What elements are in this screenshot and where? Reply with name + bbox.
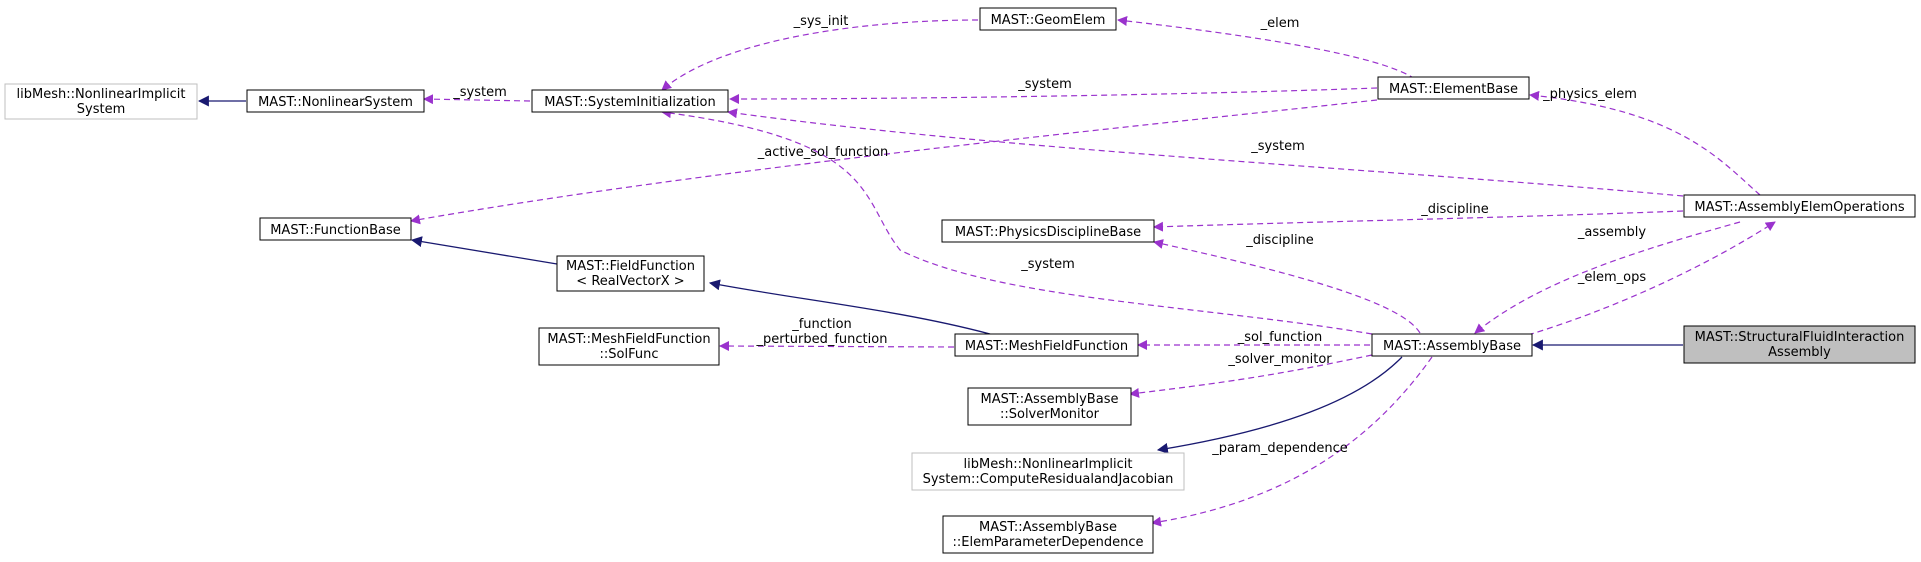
usage-edge-solver-monitor [1129,354,1373,398]
usage-edge-assembly [1474,221,1741,334]
edge-label-assembly: _assembly [1577,225,1647,240]
svg-text:MAST::AssemblyBase::SolverMoni: MAST::AssemblyBase::SolverMonitor [981,392,1119,422]
edge-label-function: _function_perturbed_function [756,317,888,347]
usage-edge-elem [1117,16,1416,80]
node-assembly-base[interactable]: MAST::AssemblyBase [1371,333,1533,357]
node-nonlinear-system[interactable]: MAST::NonlinearSystem [246,89,425,113]
node-mesh-field-function[interactable]: MAST::MeshFieldFunction [954,333,1139,357]
svg-text:MAST::FieldFunction< RealVecto: MAST::FieldFunction< RealVectorX > [566,259,695,289]
edge-label-system-eb: _system [1017,77,1072,92]
usage-edge-elem-ops [1527,221,1776,336]
usage-edge-param-dependence [1151,356,1433,527]
inherit-edge-field-function [410,236,558,265]
edge-label-discipline-aeo: _discipline [1420,202,1489,217]
usage-edge-function [719,341,955,352]
edge-label-active-sol-function: _active_sol_function [757,145,888,160]
edge-label-sol-function: _sol_function [1237,330,1322,345]
usage-edge-system-nl [423,94,531,105]
usage-edge-discipline-ab [1153,239,1421,334]
edge-label-elem: _elem [1260,16,1300,31]
usage-edge-discipline-aeo [1153,210,1684,232]
usage-edge-sys-init [661,19,979,91]
svg-text:MAST::GeomElem: MAST::GeomElem [991,13,1106,28]
svg-text:MAST::AssemblyBase: MAST::AssemblyBase [1383,339,1521,354]
usage-edge-system-eb [729,87,1378,104]
svg-text:MAST::PhysicsDisciplineBase: MAST::PhysicsDisciplineBase [955,225,1141,240]
edge-label-physics-elem: _physics_elem [1542,87,1637,102]
usage-edge-active-sol-function [410,99,1378,225]
node-mesh-field-function-solfunc[interactable]: MAST::MeshFieldFunction::SolFunc [538,327,720,366]
usage-edge-system-ab [661,108,1373,335]
node-element-base[interactable]: MAST::ElementBase [1377,76,1530,100]
svg-text:MAST::NonlinearSystem: MAST::NonlinearSystem [258,95,413,110]
usage-edge-physics-elem [1529,90,1761,196]
svg-text:MAST::MeshFieldFunction: MAST::MeshFieldFunction [965,339,1128,354]
edge-label-sys-init: _sys_init [793,14,849,29]
svg-text:MAST::AssemblyElemOperations: MAST::AssemblyElemOperations [1694,200,1904,215]
node-geom-elem[interactable]: MAST::GeomElem [979,7,1117,31]
edge-label-param-dependence: _param_dependence [1211,441,1348,456]
node-function-base[interactable]: MAST::FunctionBase [259,217,412,241]
edge-label-solver-monitor: _solver_monitor [1227,352,1332,367]
node-assembly-base-elem-parameter-dependence[interactable]: MAST::AssemblyBase::ElemParameterDepende… [942,515,1154,554]
inherit-edge-compute-residual [1156,356,1403,454]
node-physics-discipline-base[interactable]: MAST::PhysicsDisciplineBase [941,219,1155,243]
node-field-function[interactable]: MAST::FieldFunction< RealVectorX > [556,255,705,292]
svg-text:MAST::ElementBase: MAST::ElementBase [1389,82,1518,97]
edge-label-discipline-ab: _discipline [1245,233,1314,248]
svg-text:MAST::AssemblyBase::ElemParame: MAST::AssemblyBase::ElemParameterDepende… [952,520,1143,550]
node-assembly-elem-operations[interactable]: MAST::AssemblyElemOperations [1683,194,1916,218]
edge-label-system-aeo: _system [1250,139,1305,154]
inherit-edge-mesh-field-function [708,279,991,335]
svg-text:MAST::SystemInitialization: MAST::SystemInitialization [544,95,715,110]
usage-edge-system-aeo [727,108,1684,197]
edge-label-system-ab: _system [1020,257,1075,272]
edge-label-system-nl: _system [452,85,507,100]
edge-label-elem-ops: _elem_ops [1577,270,1646,285]
svg-text:MAST::MeshFieldFunction::SolFu: MAST::MeshFieldFunction::SolFunc [547,332,710,362]
svg-text:MAST::FunctionBase: MAST::FunctionBase [270,223,401,238]
node-assembly-base-solver-monitor[interactable]: MAST::AssemblyBase::SolverMonitor [967,387,1132,426]
node-system-initialization[interactable]: MAST::SystemInitialization [531,89,729,113]
